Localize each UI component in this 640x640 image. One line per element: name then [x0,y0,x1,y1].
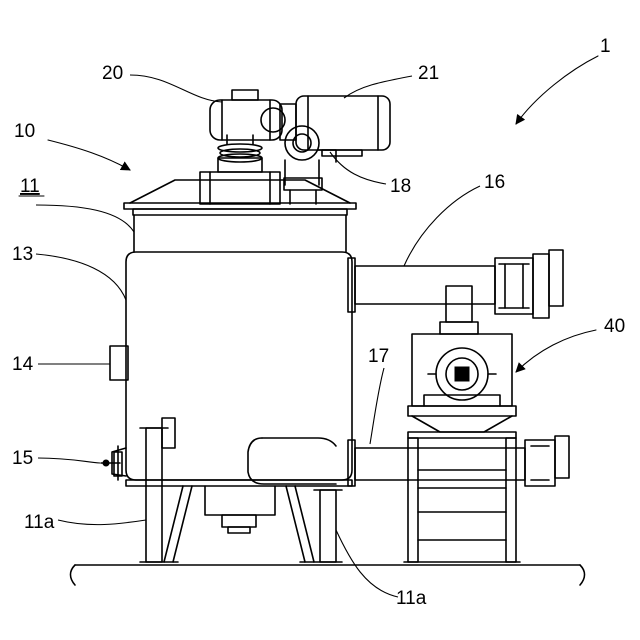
support-legs [140,418,342,562]
label-unit: 40 [604,316,625,337]
label-device: 1 [600,36,611,57]
label-upper-pipe: 16 [484,172,505,193]
label-tank-body: 11 [20,176,40,197]
leader-lines [36,56,598,597]
label-leg-right: 11a [396,588,427,609]
label-window: 14 [12,354,34,375]
label-pump-head: 18 [390,176,411,197]
agitator-drive [200,90,285,204]
motor [280,96,390,156]
floor [71,565,585,585]
unit-frame [404,438,520,562]
label-motor: 21 [418,63,439,84]
label-leg-left: 11a [24,512,55,533]
tank-body [110,180,356,533]
label-reducer: 20 [102,63,123,84]
label-shell: 13 [12,244,33,265]
upper-pipe [348,250,563,318]
label-valve: 15 [12,448,33,469]
label-tank: 10 [14,121,35,142]
reference-labels: 1 10 20 21 18 16 11 13 14 15 11a 11a 17 … [12,36,625,609]
reducer [210,100,282,140]
label-lower-pipe: 17 [368,346,389,367]
drain-valve [101,446,126,480]
